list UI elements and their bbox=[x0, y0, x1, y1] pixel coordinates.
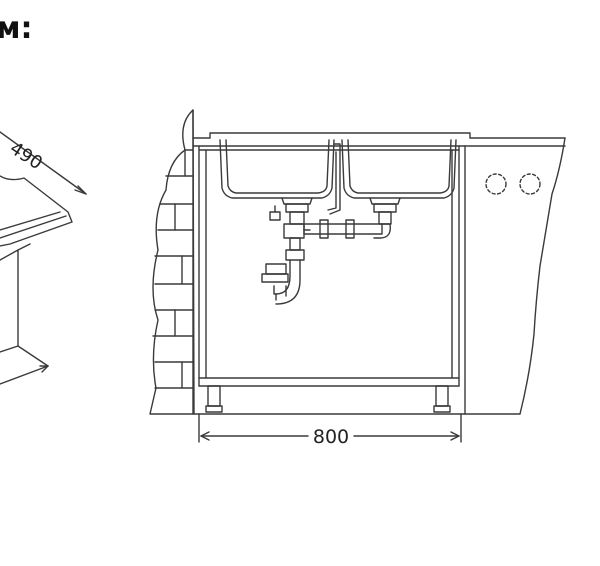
depth-dimension-label: 490 bbox=[6, 138, 46, 174]
left-burner-knob-icon bbox=[485, 173, 507, 195]
section-heading: м: bbox=[0, 11, 33, 46]
depth-dimension-line bbox=[0, 131, 87, 195]
sink-cabinet bbox=[193, 149, 521, 415]
width-dimension-label: 800 bbox=[313, 426, 349, 448]
double-bowl-sink bbox=[192, 132, 566, 215]
width-dimension bbox=[198, 413, 462, 443]
adjacent-cabinet bbox=[464, 137, 566, 415]
right-burner-knob-icon bbox=[519, 173, 541, 195]
perspective-sink-view bbox=[0, 131, 87, 385]
drain-siphon-assembly bbox=[261, 197, 401, 305]
brick-wall bbox=[149, 109, 195, 415]
